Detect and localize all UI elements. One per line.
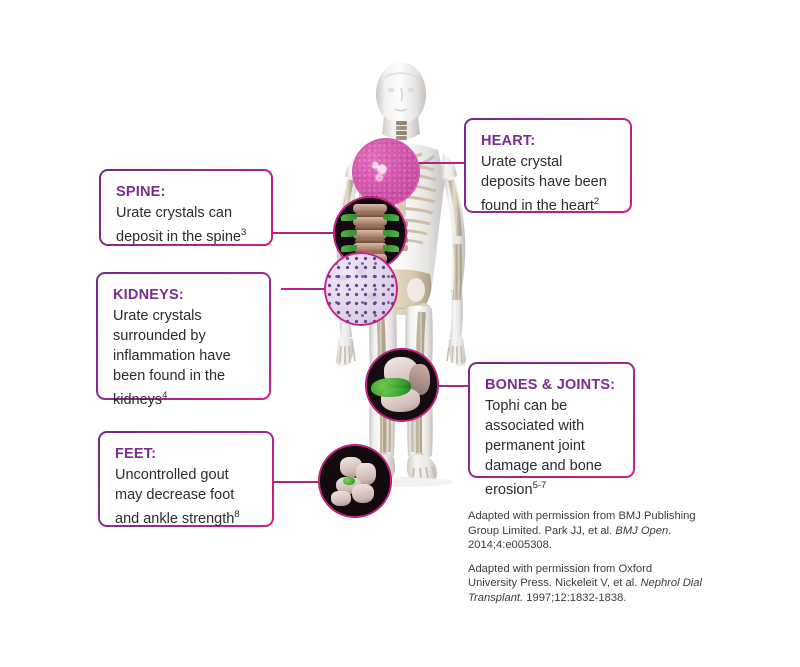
callout-feet[interactable]: FEET: Uncontrolled gout may decrease foo… bbox=[98, 431, 274, 527]
callout-feet-text: Uncontrolled gout may decrease foot and … bbox=[115, 467, 235, 527]
callout-kidneys[interactable]: KIDNEYS: Urate crystals surrounded by in… bbox=[96, 272, 271, 408]
heart-inset-image bbox=[352, 138, 420, 206]
foot-inset-image bbox=[318, 444, 392, 518]
callout-heart[interactable]: HEART: Urate crystal deposits have been … bbox=[464, 118, 632, 216]
footnote-bmj-citation: 2014;4:e005308. bbox=[468, 539, 552, 552]
callout-feet-body: Uncontrolled gout may decrease foot and … bbox=[115, 465, 258, 529]
callout-heart-text: Urate crystal deposits have been found i… bbox=[481, 154, 607, 214]
kidney-inset-crystals bbox=[324, 252, 398, 326]
callout-spine-body: Urate crystals can deposit in the spine3 bbox=[116, 203, 257, 247]
callout-bones-joints-text: Tophi can be associated with permanent j… bbox=[485, 398, 602, 498]
connector-kidneys bbox=[281, 288, 343, 290]
callout-kidneys-body: Urate crystals surrounded by inflammatio… bbox=[113, 306, 255, 410]
callout-kidneys-ref: 4 bbox=[162, 390, 168, 401]
knee-joint-magnified-inset bbox=[365, 348, 439, 422]
connector-feet bbox=[271, 481, 335, 483]
footnote-bmj: Adapted with permission from BMJ Publish… bbox=[468, 509, 703, 553]
footnote-bmj-journal: BMJ Open. bbox=[615, 524, 672, 537]
footnotes: Adapted with permission from BMJ Publish… bbox=[468, 509, 703, 615]
callout-spine[interactable]: SPINE: Urate crystals can deposit in the… bbox=[99, 169, 273, 246]
callout-spine-ref: 3 bbox=[240, 227, 247, 238]
callout-kidneys-text: Urate crystals surrounded by inflammatio… bbox=[113, 308, 231, 408]
callout-bones-joints-body: Tophi can be associated with permanent j… bbox=[485, 396, 619, 500]
callout-bones-joints-title: BONES & JOINTS: bbox=[485, 377, 616, 393]
knee-inset-image bbox=[365, 348, 439, 422]
callout-heart-body: Urate crystal deposits have been found i… bbox=[481, 152, 616, 216]
callout-bones-joints[interactable]: BONES & JOINTS: Tophi can be associated … bbox=[468, 362, 635, 498]
footnote-oxford-citation: 1997;12:1832-1838. bbox=[523, 591, 627, 604]
callout-feet-title: FEET: bbox=[115, 446, 157, 462]
connector-spine bbox=[271, 232, 369, 234]
callout-heart-title: HEART: bbox=[481, 133, 536, 149]
callout-spine-text: Urate crystals can deposit in the spine bbox=[116, 205, 241, 245]
footnote-bmj-line1: Adapted with permission from BMJ bbox=[468, 510, 641, 522]
heart-inset-texture bbox=[352, 138, 420, 206]
kidney-magnified-inset bbox=[324, 252, 398, 326]
footnote-oxford: Adapted with permission from Oxford Univ… bbox=[468, 562, 703, 606]
callout-spine-title: SPINE: bbox=[116, 184, 166, 200]
callout-feet-ref: 8 bbox=[234, 509, 240, 520]
connector-heart bbox=[400, 162, 470, 164]
callout-heart-ref: 2 bbox=[593, 196, 600, 207]
footnote-oxford-line2: University Press. Nickeleit V, et al. bbox=[468, 577, 641, 590]
callout-bones-joints-ref: 5-7 bbox=[532, 480, 547, 491]
footnote-oxford-line1: Adapted with permission from Oxford bbox=[468, 562, 653, 575]
footnote-oxford-journal: Nephrol Dial Transplant. bbox=[468, 577, 702, 604]
callout-kidneys-title: KIDNEYS: bbox=[113, 287, 184, 303]
footnote-bmj-line2: Publishing Group Limited. Park JJ, et al… bbox=[468, 510, 696, 537]
connector-bones-joints bbox=[421, 385, 475, 387]
foot-magnified-inset bbox=[318, 444, 392, 518]
